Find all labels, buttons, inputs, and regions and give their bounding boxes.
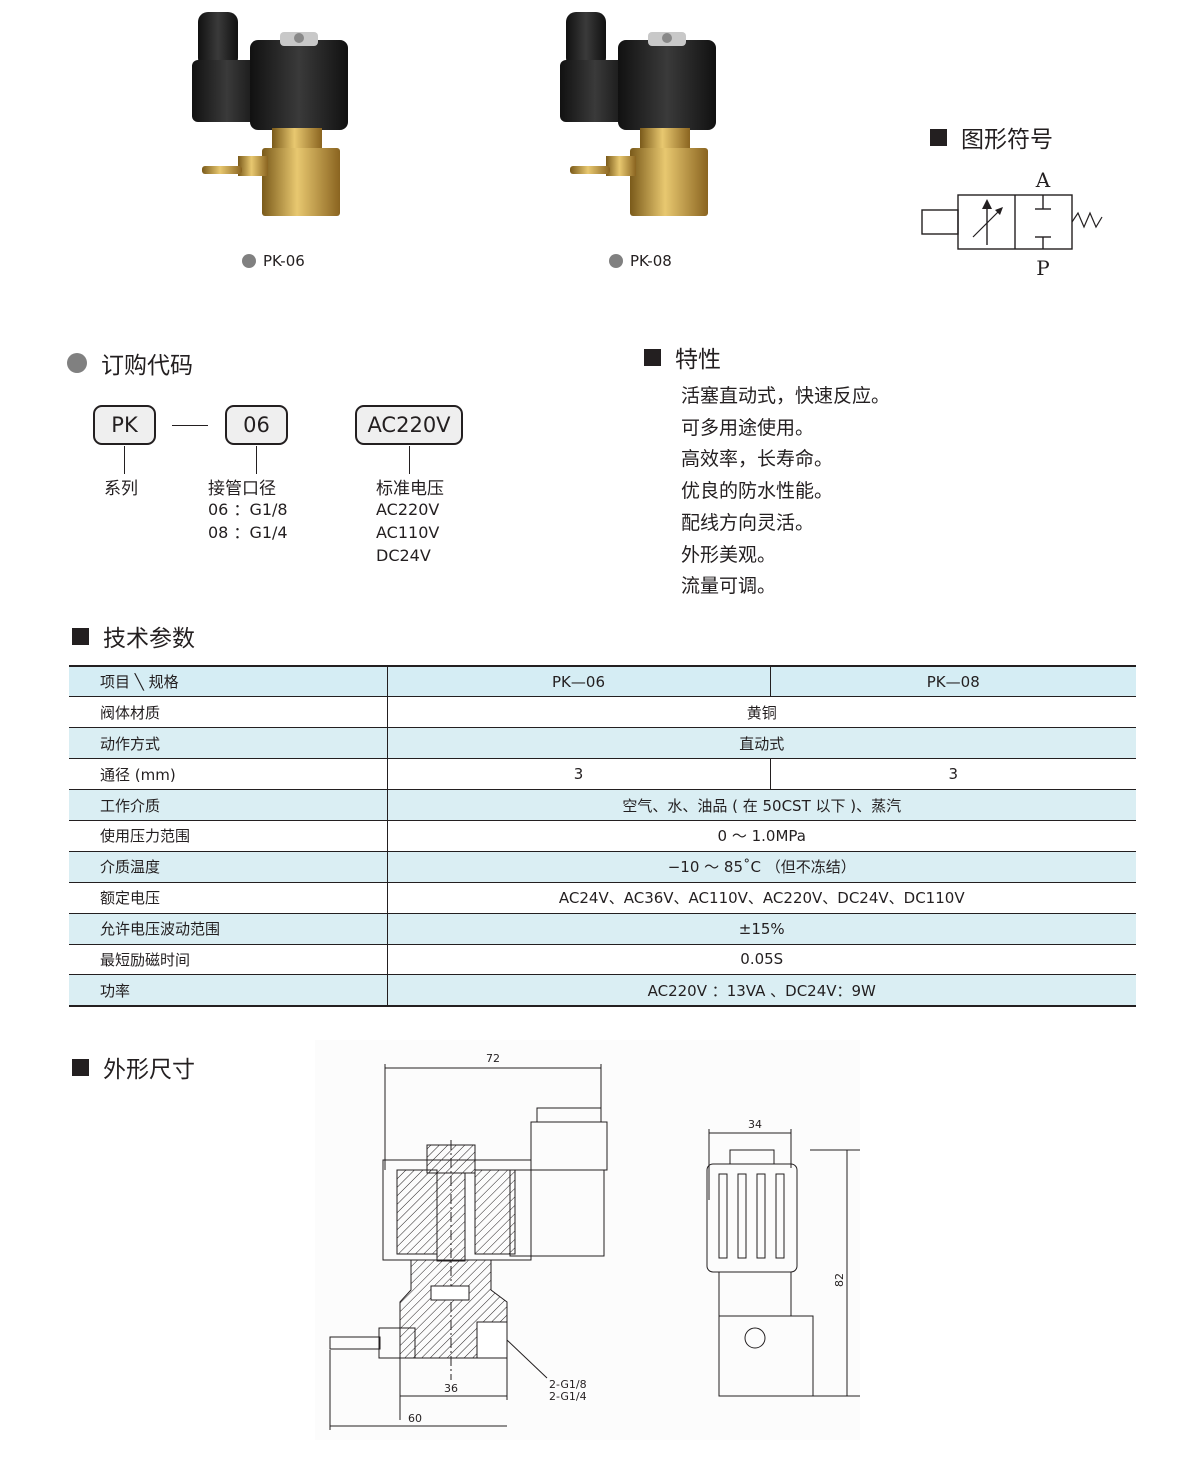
code-dash [172, 425, 208, 426]
port-option: 08 ：G1/4 [208, 523, 288, 542]
row-value: 0.05S [387, 944, 1136, 976]
dim-width-inlet: 60 [408, 1412, 422, 1425]
row-label: 介质温度 [69, 851, 388, 883]
port-p-label: P [1036, 256, 1049, 280]
row-label: 功率 [69, 974, 388, 1006]
specs-heading: 技术参数 [72, 619, 195, 653]
product-caption-pk-06: PK-06 [242, 252, 305, 270]
row-value: ±15% [387, 913, 1136, 945]
table-row: 允许电压波动范围 ±15% [69, 913, 1136, 945]
row-value: AC220V ：13VA 、DC24V：9W [387, 974, 1136, 1006]
table-row: 额定电压 AC24V、AC36V、AC110V、AC220V、DC24V、DC1… [69, 882, 1136, 914]
product-model-label: PK-06 [263, 252, 305, 270]
table-header-row: 项目 ╲ 规格 PK—06 PK—08 [69, 666, 1136, 698]
row-value: 直动式 [387, 727, 1136, 760]
feature-item: 高效率，长寿命。 [681, 448, 834, 471]
product-model-label: PK-08 [630, 252, 672, 270]
voltage-option: DC24V [376, 546, 431, 565]
code-box-series: PK [93, 405, 156, 445]
table-row: 最短励磁时间 0.05S [69, 944, 1136, 976]
spec-table: 项目 ╲ 规格 PK—06 PK—08 阀体材质 黄铜 动作方式 直动式 通径 … [69, 665, 1136, 1007]
dim-thread-g14: 2-G1/4 [549, 1390, 587, 1403]
row-label: 使用压力范围 [69, 820, 388, 852]
row-label: 额定电压 [69, 882, 388, 914]
symbol-heading: 图形符号 [930, 120, 1053, 154]
row-value: 黄铜 [387, 696, 1136, 729]
row-value: 空气、水、油品 ( 在 50CST 以下 )、蒸汽 [387, 789, 1136, 821]
heading-square-icon [930, 128, 947, 146]
code-box-voltage: AC220V [355, 405, 463, 445]
dimensions-heading: 外形尺寸 [72, 1050, 195, 1084]
valve-symbol-diagram: A P [921, 168, 1103, 280]
feature-item: 可多用途使用。 [681, 416, 815, 439]
code-connector [124, 446, 125, 474]
port-a-label: A [1035, 168, 1051, 192]
features-heading: 特性 [644, 340, 721, 374]
row-label: 通径 (mm) [69, 758, 388, 791]
row-label: 阀体材质 [69, 696, 388, 729]
port-option: 06 ：G1/8 [208, 500, 288, 519]
heading-square-icon [644, 348, 661, 366]
dim-width-total: 72 [486, 1052, 500, 1065]
table-row: 使用压力范围 0 ～ 1.0MPa [69, 820, 1136, 852]
table-row: 阀体材质 黄铜 [69, 696, 1136, 729]
voltage-label: 标准电压 [376, 479, 444, 499]
port-size-label: 接管口径 [208, 479, 276, 499]
row-label: 允许电压波动范围 [69, 913, 388, 945]
dimension-drawings: 72 36 60 2-G1/8 2-G1/4 34 82 [315, 1040, 860, 1440]
order-code-heading: 订购代码 [67, 346, 193, 380]
product-caption-pk-08: PK-08 [609, 252, 672, 270]
heading-circle-icon [67, 353, 87, 373]
row-value: −10 ～ 85˚C （但不冻结） [387, 851, 1136, 883]
bullet-dot-icon [609, 254, 623, 268]
heading-square-icon [72, 1058, 89, 1076]
feature-item: 外形美观。 [681, 543, 777, 566]
bullet-dot-icon [242, 254, 256, 268]
feature-item: 配线方向灵活。 [681, 511, 815, 534]
dim-side-width: 34 [748, 1118, 762, 1131]
table-row: 工作介质 空气、水、油品 ( 在 50CST 以下 )、蒸汽 [69, 789, 1136, 821]
row-value-pk-06: 3 [387, 758, 771, 791]
dim-thread-g18: 2-G1/8 [549, 1378, 587, 1391]
row-value-pk-08: 3 [770, 758, 1136, 791]
row-value: AC24V、AC36V、AC110V、AC220V、DC24V、DC110V [387, 882, 1136, 914]
header-item: 项目 ╲ 规格 [69, 666, 388, 698]
table-row: 功率 AC220V ：13VA 、DC24V：9W [69, 974, 1136, 1006]
series-label: 系列 [104, 479, 138, 499]
dim-width-body: 36 [444, 1382, 458, 1395]
table-row: 介质温度 −10 ～ 85˚C （但不冻结） [69, 851, 1136, 883]
product-photo-pk-06 [192, 12, 348, 216]
dim-side-height: 82 [833, 1273, 846, 1287]
row-label: 工作介质 [69, 789, 388, 821]
table-row: 通径 (mm) 3 3 [69, 758, 1136, 791]
features-list: 活塞直动式，快速反应。 可多用途使用。 高效率，长寿命。 优良的防水性能。 配线… [681, 381, 890, 603]
code-connector [256, 446, 257, 474]
product-photo-pk-08 [560, 12, 716, 216]
row-value: 0 ～ 1.0MPa [387, 820, 1136, 852]
voltage-option: AC110V [376, 523, 440, 542]
row-label: 最短励磁时间 [69, 944, 388, 976]
table-row: 动作方式 直动式 [69, 727, 1136, 760]
header-col-pk-08: PK—08 [770, 666, 1136, 698]
row-label: 动作方式 [69, 727, 388, 760]
feature-item: 流量可调。 [681, 575, 777, 598]
code-connector [409, 446, 410, 474]
header-col-pk-06: PK—06 [387, 666, 771, 698]
code-box-port: 06 [225, 405, 288, 445]
feature-item: 优良的防水性能。 [681, 480, 834, 503]
feature-item: 活塞直动式，快速反应。 [681, 385, 891, 407]
heading-square-icon [72, 627, 89, 645]
voltage-option: AC220V [376, 500, 440, 519]
